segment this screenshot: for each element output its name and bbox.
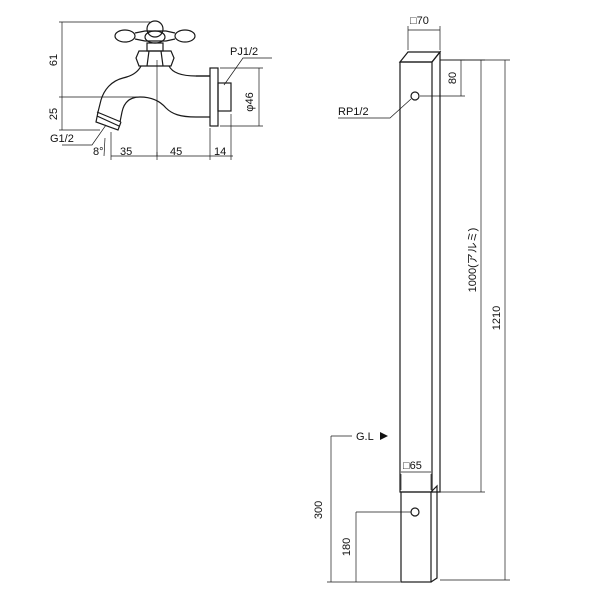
post-base-size: □65 [403, 460, 422, 472]
faucet-dim-body: 45 [170, 146, 182, 158]
post-ground-label: G.L [356, 431, 374, 443]
post-dim-total: 1210 [491, 306, 503, 330]
faucet-dim-flange-dia: φ46 [244, 92, 256, 111]
faucet-body-right-edge [196, 75, 210, 118]
faucet-handle-hub [146, 20, 164, 38]
faucet-dim-line-vertical [59, 21, 150, 131]
faucet-dim-line-horizontal [110, 114, 233, 160]
faucet-spout-tip [95, 111, 122, 131]
post-lower-hole [410, 507, 420, 517]
post-inlet-leader [338, 98, 412, 119]
post-base [400, 491, 432, 583]
post-upper-hole [410, 91, 420, 101]
post-inlet-thread: RP1/2 [338, 106, 369, 118]
faucet-flange [209, 67, 219, 127]
post-dim-buried: 300 [313, 501, 325, 519]
faucet-handle-right-knob [174, 29, 196, 43]
faucet-dim-height-top: 61 [48, 54, 60, 66]
post-top-cap [398, 51, 442, 63]
post-body [399, 61, 433, 493]
post-body-side [431, 50, 441, 493]
faucet-dim-spout: 35 [120, 146, 132, 158]
faucet-outlet-thread: G1/2 [50, 133, 74, 145]
faucet-bonnet-nut [135, 50, 175, 67]
faucet-drawing: 61 25 G1/2 8° 35 45 14 φ46 PJ1/2 [48, 20, 272, 160]
faucet-dia-dim-line [220, 67, 263, 127]
post-dim-alu-length: 1000(アルミ) [467, 228, 479, 293]
post-buried-dim-line [327, 436, 411, 583]
faucet-inlet-thread: PJ1/2 [230, 46, 258, 58]
post-dim-hole-offset: 80 [447, 72, 459, 84]
faucet-angle-mark [103, 137, 106, 157]
faucet-flange-thread [217, 82, 232, 112]
faucet-dim-flange: 14 [214, 146, 226, 158]
post-drawing: □70 80 RP1/2 1000(アルミ) 1210 G.L □65 300 … [313, 15, 510, 583]
faucet-spout-angle: 8° [93, 146, 104, 158]
faucet-dim-height-low: 25 [48, 108, 60, 120]
post-top-dim-line [407, 26, 441, 50]
faucet-outlet-leader [62, 124, 107, 146]
post-dim-low-hole: 180 [341, 538, 353, 556]
post-ground-arrow [380, 432, 388, 440]
faucet-handle-arms [134, 30, 176, 42]
post-total-dim-line [440, 59, 510, 581]
post-base-side [430, 484, 438, 583]
faucet-stem [146, 42, 164, 52]
faucet-inlet-leader [223, 57, 272, 86]
faucet-body [97, 65, 210, 123]
faucet-handle-left-knob [114, 29, 136, 43]
post-base-dim-line [400, 471, 432, 490]
post-top-size: □70 [410, 15, 429, 27]
